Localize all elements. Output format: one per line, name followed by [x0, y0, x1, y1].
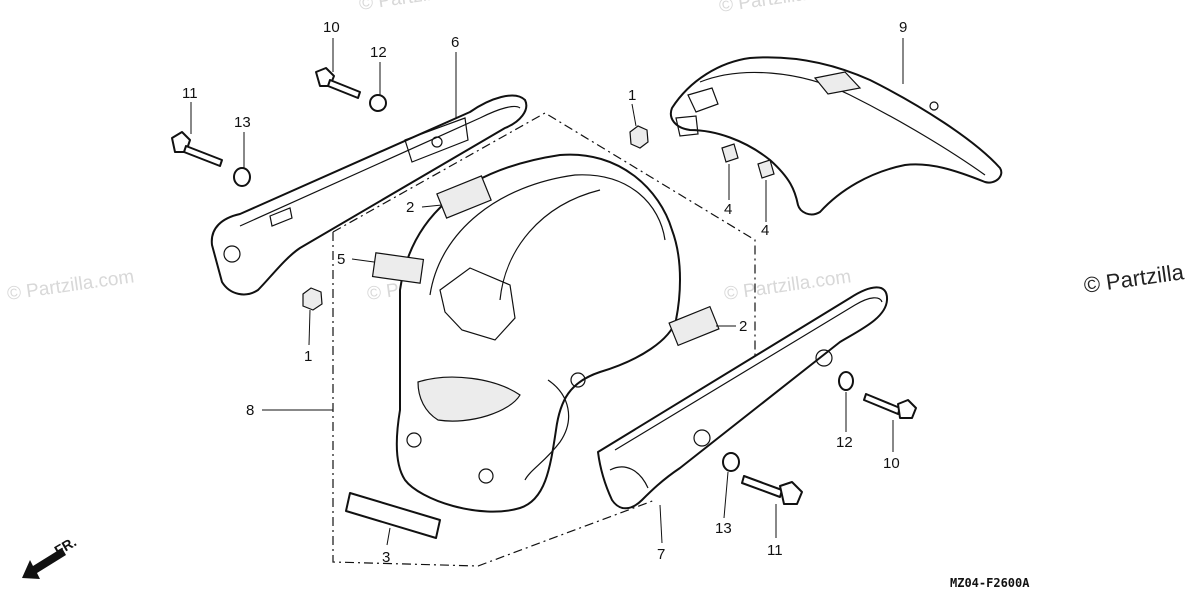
bottom-strip	[345, 492, 441, 539]
bolt-upper-10	[315, 67, 361, 99]
callout-9: 9	[899, 19, 907, 36]
callout-11-upper: 11	[182, 85, 198, 102]
callout-4-right: 4	[761, 222, 769, 239]
nut-part	[629, 125, 649, 149]
callout-7: 7	[657, 546, 665, 563]
washer-13-right	[722, 452, 740, 472]
reflector-upper	[436, 175, 492, 219]
washer-13-left	[233, 167, 251, 187]
bolt-upper-left-11	[171, 131, 223, 167]
callout-10-upper: 10	[323, 19, 340, 36]
callout-12-upper: 12	[370, 44, 387, 61]
front-fender-part	[670, 56, 1003, 216]
callout-12-lower: 12	[836, 434, 853, 451]
clip-part	[721, 143, 739, 163]
callout-4-left: 4	[724, 201, 732, 218]
left-rail-part	[210, 94, 528, 296]
watermark: © Partzilla.com	[358, 0, 488, 15]
washer-12-right	[838, 371, 854, 391]
right-rail-part	[597, 286, 889, 510]
callout-13-upper: 13	[234, 114, 251, 131]
clip-part	[757, 159, 775, 179]
callout-2-upper: 2	[406, 199, 414, 216]
callout-10-lower: 10	[883, 455, 900, 472]
drawing-code: MZ04-F2600A	[950, 576, 1030, 590]
watermark: © Partzilla.com	[718, 0, 848, 17]
assembly-boundary	[332, 112, 756, 567]
front-direction-arrow: FR.	[22, 533, 79, 579]
callout-labels: 10 12 6 11 13 1 9 2 4 4 5 1 2 8 12 10 13…	[182, 19, 907, 566]
callout-1-lower: 1	[304, 348, 312, 365]
label-plate	[371, 252, 425, 284]
reflector-lower	[668, 305, 720, 347]
watermark: © Partzilla.com	[723, 266, 853, 305]
callout-11-lower: 11	[767, 542, 783, 559]
callout-2-lower: 2	[739, 318, 747, 335]
rear-fender-part	[395, 153, 681, 513]
callout-6: 6	[451, 34, 459, 51]
bolt-right-10	[863, 393, 917, 419]
copyright-text: © Partzilla	[1082, 259, 1186, 298]
callout-3: 3	[382, 549, 390, 566]
washer-12-upper	[369, 94, 387, 112]
bolt-lower-11	[741, 475, 803, 505]
nut-part	[302, 287, 323, 311]
callout-13-lower: 13	[715, 520, 732, 537]
callout-5: 5	[337, 251, 345, 268]
watermark: © Partzilla.com	[6, 266, 136, 305]
callout-8: 8	[246, 402, 254, 419]
callout-1-upper: 1	[628, 87, 636, 104]
leader-lines	[190, 38, 904, 546]
